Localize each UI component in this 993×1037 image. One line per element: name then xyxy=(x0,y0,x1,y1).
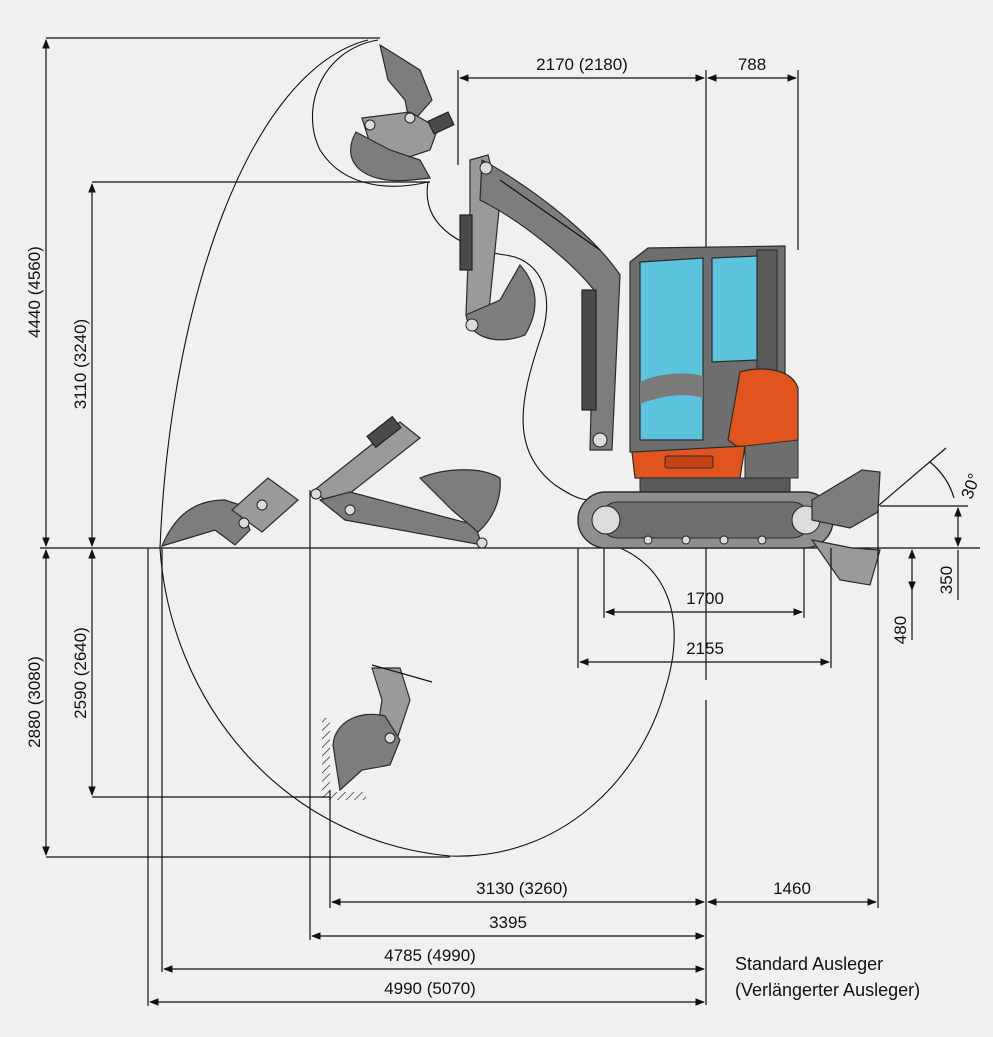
legend-standard-boom: Standard Ausleger xyxy=(735,954,883,974)
dim-track-length: 2155 xyxy=(686,639,724,658)
dim-reach-4785: 4785 (4990) xyxy=(384,946,476,965)
dim-blade-depth: 480 xyxy=(891,616,910,644)
dim-cab-offset: 788 xyxy=(738,55,766,74)
bucket-position-deep xyxy=(322,664,433,800)
dim-tail-1460: 1460 xyxy=(773,879,811,898)
cab-window-rear xyxy=(711,255,758,363)
dim-vertical-wall-depth: 2590 (2640) xyxy=(71,627,90,719)
legend-extended-boom: (Verlängerter Ausleger) xyxy=(735,980,920,1000)
dozer-blade xyxy=(810,447,955,586)
engine-body xyxy=(631,368,799,493)
main-boom-arm xyxy=(459,154,621,451)
track-undercarriage xyxy=(577,491,834,549)
dim-reach-3130: 3130 (3260) xyxy=(476,879,568,898)
dim-reach-top: 2170 (2180) xyxy=(536,55,628,74)
dim-dump-height: 3110 (3240) xyxy=(71,319,90,409)
dim-max-height: 4440 (4560) xyxy=(25,246,44,338)
dim-reach-3395: 3395 xyxy=(489,913,527,932)
dimension-lines xyxy=(42,37,968,1006)
dim-reach-4990: 4990 (5070) xyxy=(384,979,476,998)
dim-blade-lift: 350 xyxy=(937,566,956,594)
arm-position-extended xyxy=(310,415,501,549)
bucket-position-ground-left xyxy=(160,477,299,547)
cab-window-front xyxy=(639,257,704,441)
dim-track-tumbler: 1700 xyxy=(686,589,724,608)
dim-dig-depth: 2880 (3080) xyxy=(25,656,44,748)
bucket-position-top xyxy=(350,43,455,182)
